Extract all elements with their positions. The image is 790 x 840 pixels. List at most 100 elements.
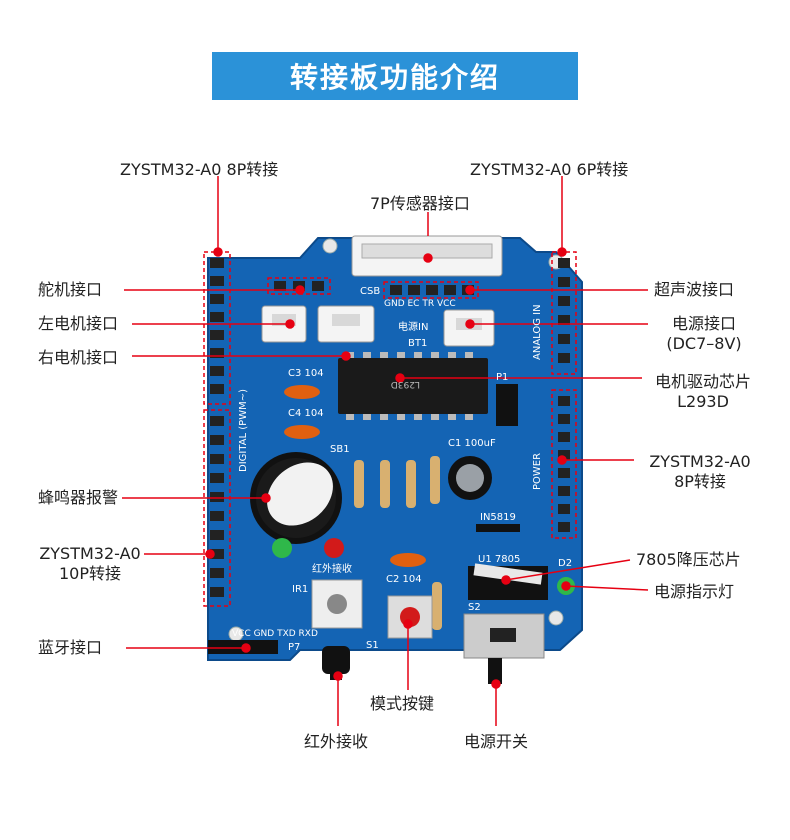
- callout-dot: [465, 285, 475, 295]
- header-pin: [558, 486, 570, 496]
- header-pin: [210, 549, 224, 559]
- header-pin: [210, 530, 224, 540]
- label-power-switch: 电源开关: [464, 732, 529, 751]
- header-pin: [210, 454, 224, 464]
- capacitor-c3: [284, 385, 320, 399]
- silk-d2: D2: [558, 558, 572, 569]
- right-header-pins: [558, 258, 570, 532]
- silk-sensor-pins: GND EC TR VCC: [384, 299, 456, 309]
- left-header-pins: [210, 258, 224, 597]
- callout-lines: [122, 176, 649, 726]
- chip-pin: [346, 414, 354, 420]
- label-motor-driver-line2: L293D: [677, 392, 729, 411]
- silk-c4: C4 104: [288, 408, 324, 419]
- label-power-led: 电源指示灯: [654, 582, 735, 601]
- silk-power: POWER: [532, 453, 543, 490]
- resistor: [406, 460, 416, 508]
- silk-c2: C2 104: [386, 574, 422, 585]
- header-pin: [210, 492, 224, 502]
- label-10p-header-line1: ZYSTM32-A0: [39, 544, 141, 563]
- chip-pin: [448, 352, 456, 358]
- silk-bt1: BT1: [408, 338, 427, 349]
- resistor: [354, 460, 364, 508]
- diode-in5819: [476, 524, 520, 532]
- resistor: [430, 456, 440, 504]
- header-pin: [210, 511, 224, 521]
- header-pin: [210, 435, 224, 445]
- chip-pin: [431, 352, 439, 358]
- label-mode-button: 模式按键: [370, 694, 435, 713]
- left-8p-header-outline: [203, 251, 231, 405]
- header-pin: [210, 258, 224, 268]
- header-pin: [426, 285, 438, 295]
- label-power-port-line1: 电源接口: [671, 314, 736, 333]
- silk-in5819: IN5819: [480, 512, 516, 523]
- green-led: [272, 538, 292, 558]
- header-pin: [558, 296, 570, 306]
- chip-pin: [431, 414, 439, 420]
- header-pin: [558, 414, 570, 424]
- header-pin: [558, 432, 570, 442]
- l293d-chip: [338, 358, 488, 414]
- chip-pin: [363, 352, 371, 358]
- callout-dot: [557, 247, 567, 257]
- callout-dot: [465, 319, 475, 329]
- label-right-8p-header: ZYSTM32-A0 8P转接: [640, 452, 760, 492]
- label-power-port: 电源接口 (DC7–8V): [654, 314, 754, 354]
- chip-pin: [397, 352, 405, 358]
- silk-s2: S2: [468, 602, 481, 613]
- header-pin: [210, 568, 224, 578]
- silk-csb: CSB: [360, 286, 380, 297]
- mount-hole: [322, 238, 338, 254]
- label-ultrasonic-port: 超声波接口: [654, 280, 735, 299]
- callout-line: [505, 559, 631, 581]
- callout-dot: [285, 319, 295, 329]
- silk-digital: DIGITAL (PWM~): [238, 389, 249, 472]
- callout-dot: [395, 373, 405, 383]
- header-pin: [210, 330, 224, 340]
- header-pin: [558, 334, 570, 344]
- header-pin: [210, 348, 224, 358]
- header-pin: [210, 366, 224, 376]
- chip-pin: [380, 352, 388, 358]
- callout-dot: [241, 643, 251, 653]
- label-motor-driver-line1: 电机驱动芯片: [654, 372, 751, 391]
- resistor: [380, 460, 390, 508]
- header-pin: [558, 258, 570, 268]
- silk-p1: P1: [496, 372, 508, 383]
- label-motor-driver: 电机驱动芯片 L293D: [648, 372, 758, 412]
- silk-c3: C3 104: [288, 368, 324, 379]
- resistor: [432, 582, 442, 630]
- header-pin: [558, 468, 570, 478]
- header-pin: [210, 294, 224, 304]
- silk-bt-pins: VCC GND TXD RXD: [232, 629, 318, 639]
- callout-dot: [491, 679, 501, 689]
- label-right-8p-header-line1: ZYSTM32-A0: [649, 452, 751, 471]
- callout-line: [565, 585, 649, 591]
- mount-hole: [548, 610, 564, 626]
- silk-ir1: IR1: [292, 584, 308, 595]
- callout-dot: [213, 247, 223, 257]
- callout-dot: [561, 581, 571, 591]
- header-pin: [558, 353, 570, 363]
- chip-pin: [465, 414, 473, 420]
- header-pin: [210, 276, 224, 286]
- label-10p-header: ZYSTM32-A0 10P转接: [38, 544, 142, 584]
- silk-ir-text: 红外接收: [312, 562, 352, 575]
- capacitor-c2: [390, 553, 426, 567]
- label-bluetooth-port: 蓝牙接口: [38, 638, 103, 657]
- silk-power-in: 电源IN: [398, 320, 428, 333]
- header-pin: [558, 315, 570, 325]
- callout-dot: [403, 619, 413, 629]
- silk-p7: P7: [288, 642, 300, 653]
- header-pin: [444, 285, 456, 295]
- callout-dot: [261, 493, 271, 503]
- silk-s1: S1: [366, 640, 379, 651]
- silk-analog: ANALOG IN: [532, 304, 543, 360]
- label-top-right-header: ZYSTM32-A0 6P转接: [470, 160, 629, 179]
- callout-dot: [333, 671, 343, 681]
- header-pin: [558, 504, 570, 514]
- header-pin: [558, 396, 570, 406]
